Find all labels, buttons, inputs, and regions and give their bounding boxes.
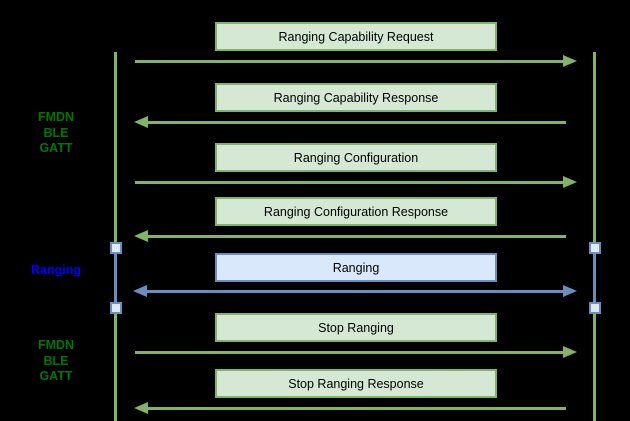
phase-label-fmdn-ble-gatt-bottom: FMDN BLE GATT bbox=[8, 338, 104, 385]
message-label: Ranging Capability Request bbox=[278, 29, 434, 44]
message-label: Ranging Capability Response bbox=[273, 90, 439, 105]
lifeline-right bbox=[593, 52, 596, 421]
activation-marker bbox=[110, 302, 122, 314]
arrowhead-left bbox=[134, 116, 148, 128]
message-label: Stop Ranging bbox=[318, 320, 394, 335]
lifeline-left-ranging-segment bbox=[114, 248, 117, 308]
phase-label-line: GATT bbox=[39, 369, 73, 383]
message-arrow-left bbox=[148, 406, 566, 410]
message-box-ranging-capability-response: Ranging Capability Response bbox=[215, 83, 497, 112]
message-box-stop-ranging: Stop Ranging bbox=[215, 313, 497, 342]
activation-marker bbox=[110, 242, 122, 254]
phase-label-ranging: Ranging bbox=[8, 263, 104, 279]
message-box-stop-ranging-response: Stop Ranging Response bbox=[215, 369, 497, 398]
phase-label-line: BLE bbox=[43, 353, 69, 368]
message-box-ranging-configuration-response: Ranging Configuration Response bbox=[215, 197, 497, 226]
phase-label-fmdn-ble-gatt-top: FMDN BLE GATT bbox=[8, 110, 104, 157]
phase-label-line: GATT bbox=[39, 141, 73, 155]
phase-label-line: Ranging bbox=[31, 263, 81, 277]
message-label: Ranging Configuration Response bbox=[263, 204, 449, 219]
arrowhead-left bbox=[134, 230, 148, 242]
message-box-ranging: Ranging bbox=[215, 253, 497, 282]
message-box-ranging-configuration: Ranging Configuration bbox=[215, 143, 497, 172]
lifeline-right-ranging-segment bbox=[593, 248, 596, 308]
message-label: Ranging Configuration bbox=[293, 150, 419, 165]
arrowhead-left bbox=[133, 285, 147, 297]
arrowhead-right bbox=[563, 55, 577, 67]
message-arrow-right bbox=[135, 180, 564, 184]
phase-label-line: BLE bbox=[43, 125, 69, 140]
phase-label-line: FMDN bbox=[37, 110, 75, 124]
activation-marker bbox=[589, 242, 601, 254]
arrowhead-right bbox=[563, 176, 577, 188]
message-arrow-bidirectional bbox=[147, 289, 563, 293]
message-arrow-left bbox=[148, 120, 566, 124]
message-arrow-left bbox=[148, 234, 566, 238]
message-box-ranging-capability-request: Ranging Capability Request bbox=[215, 22, 497, 51]
arrowhead-left bbox=[134, 402, 148, 414]
arrowhead-right bbox=[563, 346, 577, 358]
message-arrow-right bbox=[135, 350, 564, 354]
activation-marker bbox=[589, 302, 601, 314]
phase-label-line: FMDN bbox=[37, 338, 75, 352]
message-label: Ranging bbox=[332, 260, 380, 275]
message-arrow-right bbox=[135, 59, 564, 63]
message-label: Stop Ranging Response bbox=[288, 376, 424, 391]
arrowhead-right bbox=[563, 285, 577, 297]
lifeline-left bbox=[114, 52, 117, 421]
